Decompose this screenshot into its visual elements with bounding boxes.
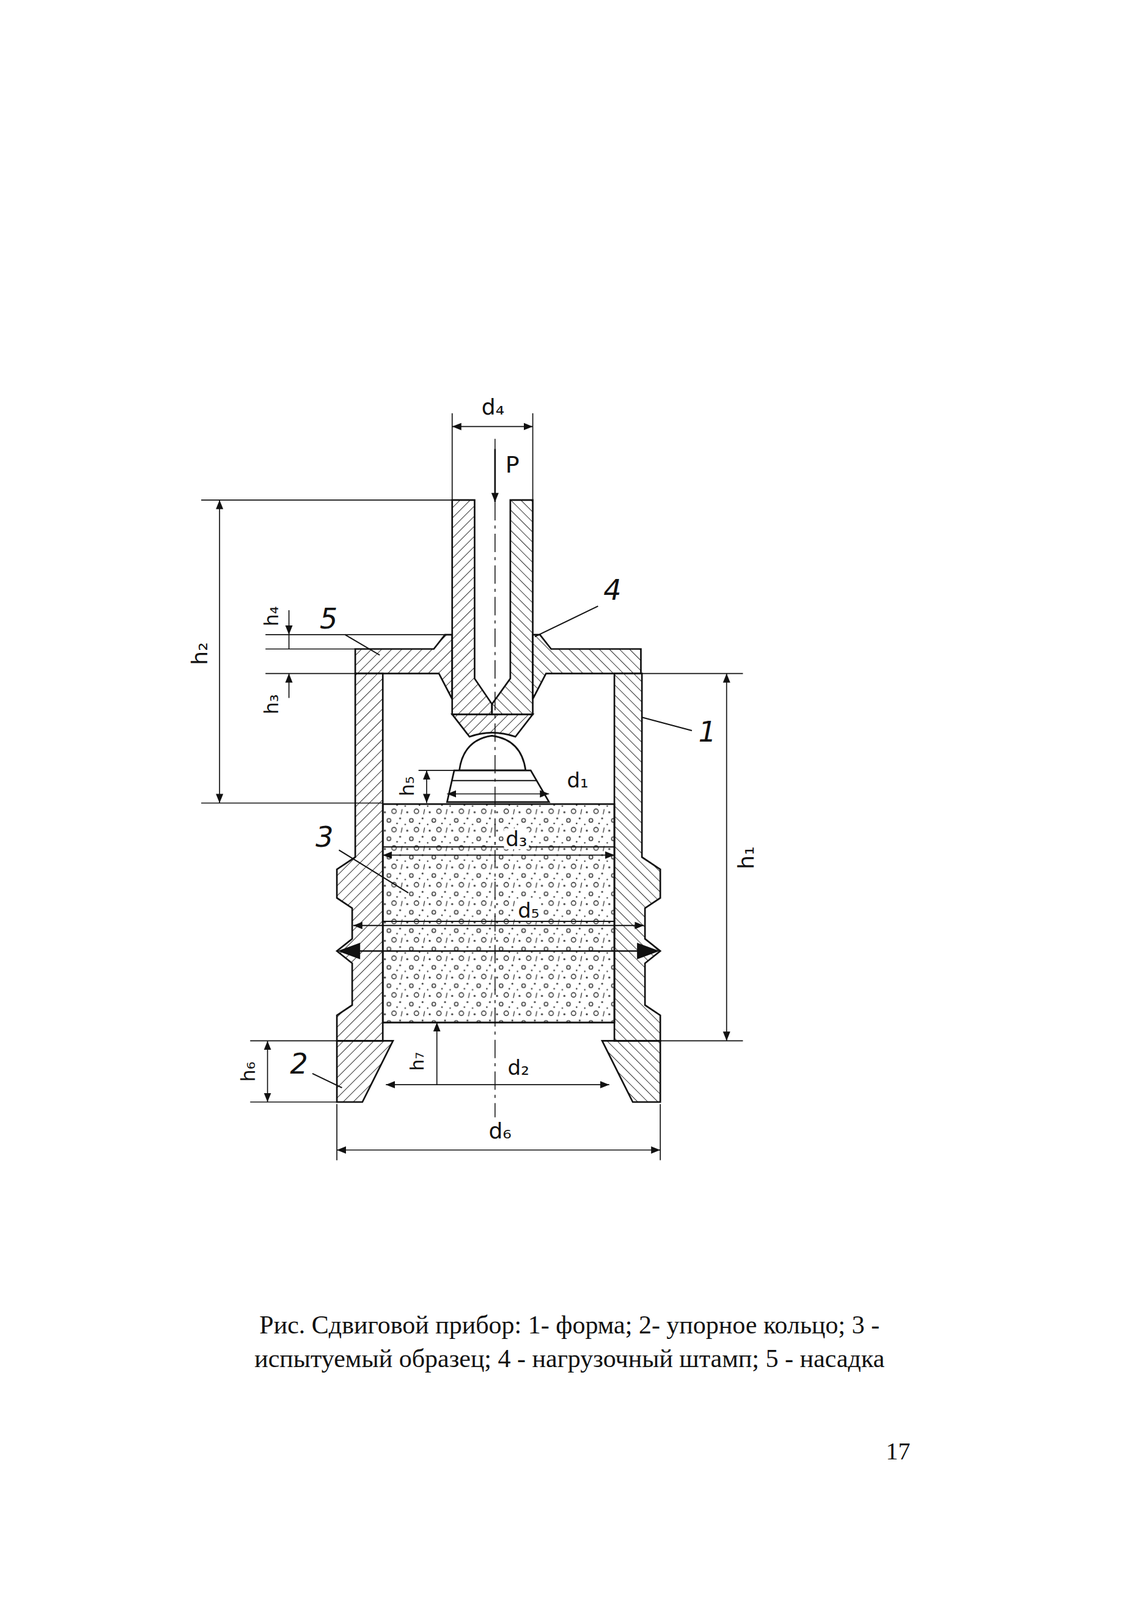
drawing-part	[452, 426, 534, 428]
dim-label: h₂	[188, 639, 211, 667]
stamp	[492, 500, 534, 714]
dim-label: d₂	[506, 1056, 532, 1078]
drawing-part	[265, 648, 356, 650]
nozzle	[533, 634, 642, 699]
stamp	[452, 713, 534, 737]
drawing-part	[288, 673, 290, 699]
drawing-part	[659, 1103, 661, 1161]
dim-label: h₃	[261, 691, 282, 716]
stop-ring	[336, 1040, 394, 1102]
drawing-part	[250, 1101, 337, 1103]
drawing-part	[336, 1149, 661, 1151]
dim-label: h₄	[261, 604, 282, 629]
drawing-part	[493, 448, 496, 502]
drawing-part	[726, 673, 728, 1041]
drawing-part	[347, 949, 651, 952]
form-wall	[336, 673, 383, 1041]
drawing-part	[344, 634, 380, 655]
drawing-part	[436, 1022, 438, 1085]
drawing-part	[660, 1040, 743, 1042]
drawing-part	[201, 499, 453, 501]
drawing-part	[382, 854, 615, 856]
stamp	[452, 500, 493, 714]
drawing-part	[418, 769, 455, 771]
drawing-part	[385, 1083, 610, 1085]
figure-caption: Рис. Сдвиговой прибор: 1- форма; 2- упор…	[245, 1308, 894, 1375]
drawing-part	[446, 793, 549, 795]
dim-label: h₇	[408, 1050, 427, 1073]
drawing-part	[288, 610, 290, 635]
callout-number: 1	[696, 717, 718, 746]
stop-ring	[602, 1040, 661, 1102]
dim-label: h₆	[238, 1059, 258, 1084]
drawing-part	[250, 1040, 337, 1042]
sample	[382, 803, 615, 1023]
drawing-part	[353, 924, 645, 927]
drawing-part	[426, 770, 428, 803]
callout-number: 3	[313, 822, 335, 851]
callout-number: 4	[601, 575, 623, 604]
drawing-part	[265, 633, 445, 636]
drawing-part	[382, 1021, 615, 1024]
nozzle	[355, 634, 453, 699]
dim-label: d₆	[486, 1119, 513, 1142]
dim-label: d₄	[479, 396, 507, 419]
dimension-lines	[201, 413, 743, 1161]
drawing-part	[267, 1040, 269, 1102]
dim-label: h₅	[397, 773, 417, 798]
drawing-part	[338, 849, 408, 893]
drawing-part	[382, 920, 615, 922]
drawing-part	[382, 845, 615, 848]
drawing-part	[494, 438, 496, 1118]
force-label: P	[503, 452, 522, 477]
drawing-part	[201, 802, 383, 804]
drawing-part	[339, 943, 360, 958]
drawing-part	[640, 672, 743, 675]
drawing-part	[336, 1103, 338, 1161]
form-wall	[614, 673, 661, 1041]
dim-label: d₁	[564, 769, 590, 791]
drawing-part	[451, 779, 537, 782]
page-number: 17	[883, 1438, 912, 1464]
callout-number: 5	[317, 604, 340, 633]
drawing-part	[218, 500, 221, 804]
drawing-part	[288, 634, 290, 649]
stamp	[459, 735, 526, 771]
drawing-part	[641, 717, 692, 731]
dim-label: h₁	[735, 844, 758, 871]
callout-number: 2	[288, 1049, 310, 1078]
drawing-part	[265, 672, 356, 675]
dim-label: d₅	[515, 899, 541, 921]
drawing-part	[312, 1073, 342, 1088]
dim-label: d₃	[503, 828, 529, 850]
stamp	[446, 770, 549, 802]
device-outline	[336, 500, 661, 1103]
drawing-part	[637, 943, 658, 958]
drawing-part	[534, 605, 598, 637]
